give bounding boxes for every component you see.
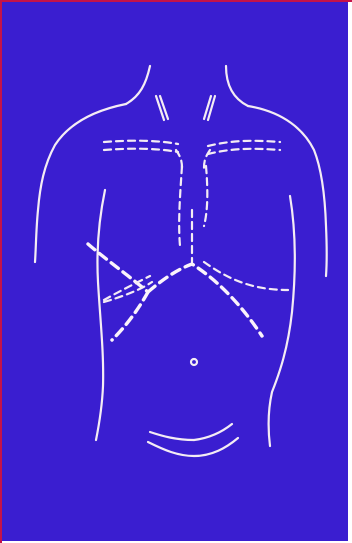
- left-shoulder-arm-outline: [35, 104, 126, 262]
- right-torso-outline: [269, 196, 295, 446]
- left-lower-oblique-incision: [112, 292, 148, 340]
- clavicle-incision-right-upper: [208, 141, 280, 146]
- neck-left-muscle-line-2: [160, 96, 168, 119]
- neck-left-muscle-line: [156, 96, 164, 120]
- right-costal-margin-line: [204, 262, 288, 290]
- groin-left-curve: [150, 432, 194, 440]
- clavicle-incision-left-lower: [104, 149, 178, 152]
- neck-left-outline: [126, 66, 150, 104]
- chevron-incision: [148, 264, 262, 336]
- neck-right-outline: [226, 66, 248, 106]
- clavicle-incision-left-upper: [104, 141, 178, 144]
- sternal-midline-right: [204, 166, 207, 226]
- left-torso-outline: [96, 190, 105, 440]
- sternal-notch-incision: [176, 150, 210, 168]
- clavicle-incision-right-lower: [208, 149, 280, 154]
- umbilicus-mark: [191, 359, 197, 365]
- right-shoulder-arm-outline: [248, 106, 327, 276]
- groin-right-curve: [194, 424, 232, 440]
- sternal-midline-left: [179, 166, 182, 246]
